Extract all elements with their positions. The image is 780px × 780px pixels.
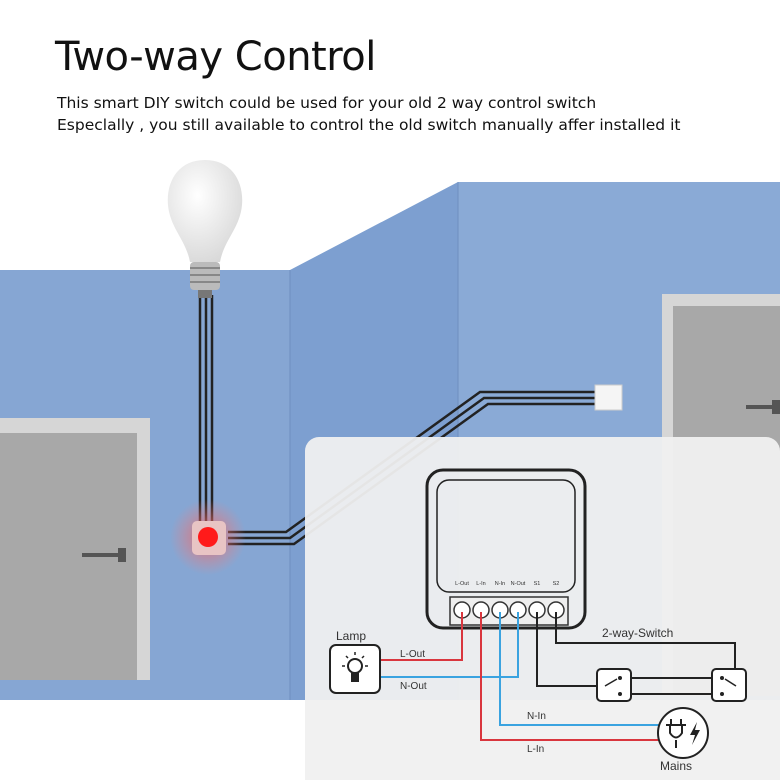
- two-way-switch-1: [596, 668, 632, 702]
- subtitle-line-1: This smart DIY switch could be used for …: [57, 94, 597, 112]
- left-door: [0, 418, 150, 680]
- wire-label-l-in: L-In: [527, 744, 544, 755]
- lamp-label: Lamp: [336, 629, 366, 643]
- wire-label-n-out: N-Out: [400, 681, 427, 692]
- terminal-label: L-In: [476, 581, 485, 587]
- two-way-switch-2: [711, 668, 747, 702]
- terminal-label: L-Out: [455, 581, 469, 587]
- wire-label-l-out: L-Out: [400, 649, 425, 660]
- wall-switch-box: [594, 384, 623, 411]
- terminal-label: N-In: [495, 581, 505, 587]
- light-bulb-icon: [167, 160, 243, 298]
- smart-switch-indicator: [170, 499, 246, 575]
- subtitle-line-2: Especlally , you still available to cont…: [57, 116, 681, 134]
- two-way-switch-label: 2-way-Switch: [602, 626, 673, 640]
- terminal-label: N-Out: [511, 581, 526, 587]
- lamp-symbol: [329, 644, 381, 694]
- smart-module: L-Out L-In N-In N-Out S1 S2: [425, 468, 587, 630]
- wire-label-n-in: N-In: [527, 711, 546, 722]
- mains-label: Mains: [660, 759, 692, 773]
- terminal-label: S1: [534, 581, 541, 587]
- terminal-label: S2: [553, 581, 560, 587]
- mains-plug-icon: [657, 707, 709, 759]
- circuit-wires: [380, 612, 736, 741]
- page-title: Two-way Control: [55, 34, 376, 80]
